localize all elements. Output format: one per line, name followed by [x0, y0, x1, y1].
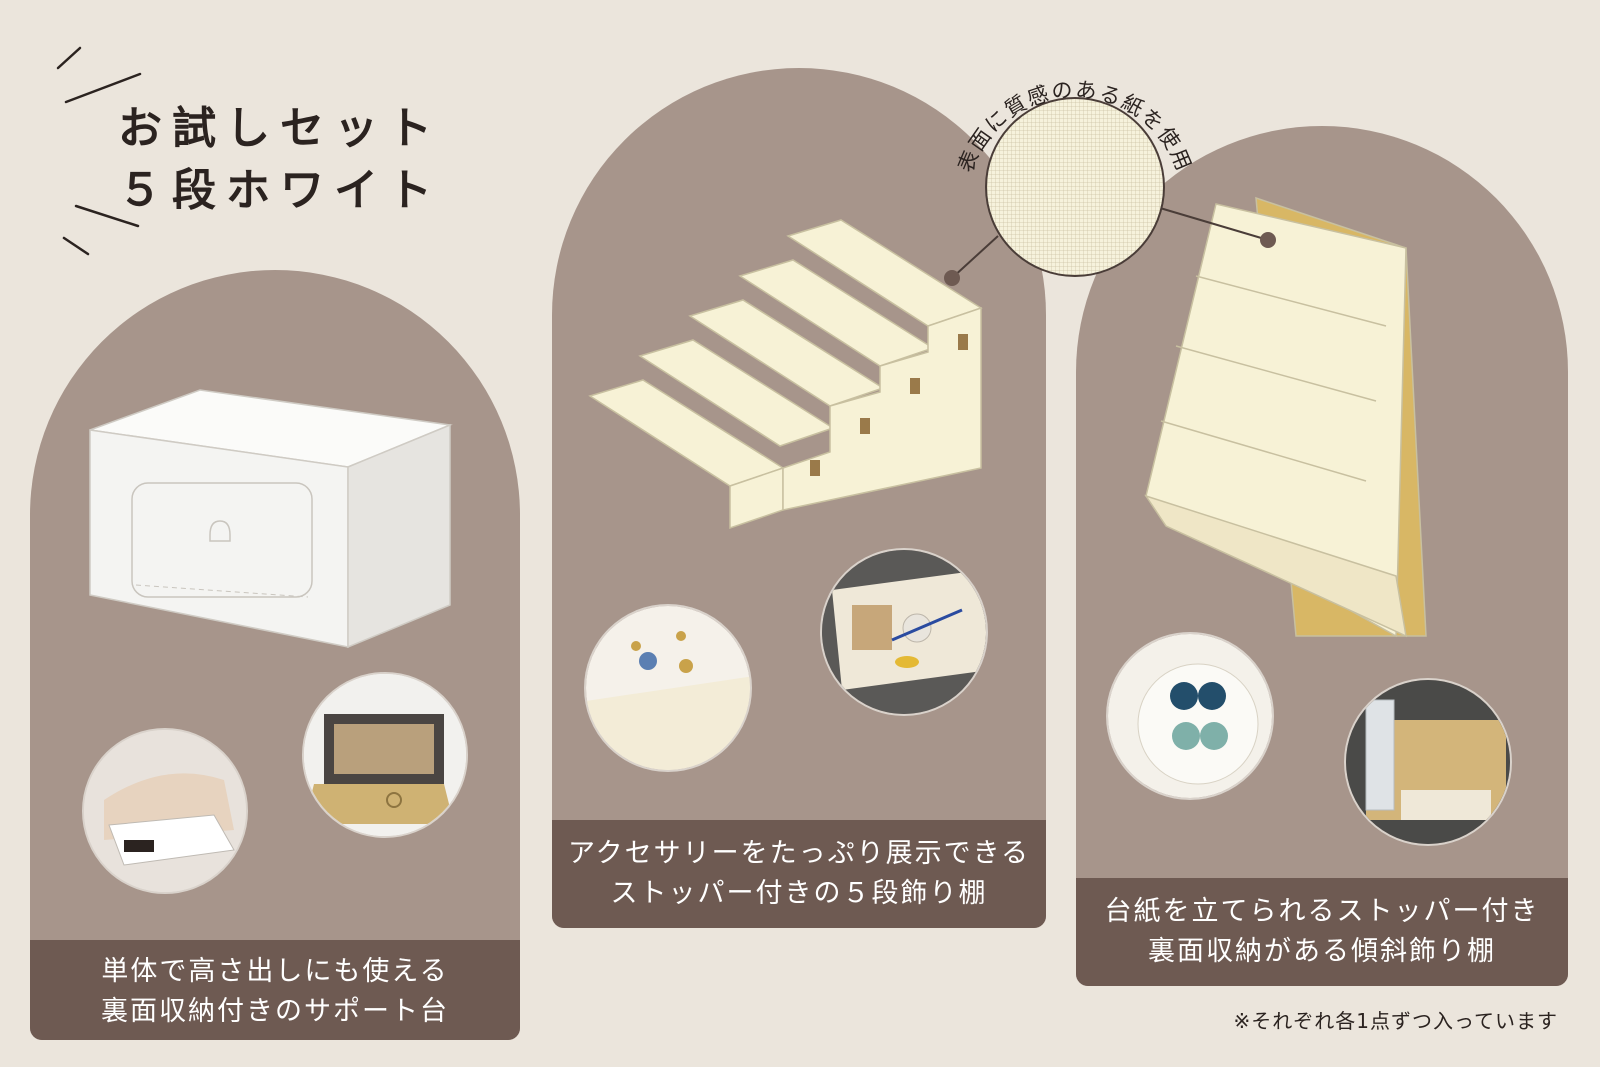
footnote: ※それぞれ各1点ずつ入っています	[1233, 1009, 1558, 1033]
title-line-2: ５段ホワイト	[118, 165, 442, 216]
panel-five-step-shelf: アクセサリーをたっぷり展示できる ストッパー付きの５段飾り棚	[552, 68, 1046, 928]
photo-shelf-storage	[820, 548, 988, 716]
support-stand-product	[89, 389, 453, 649]
page-title: お試しセット ５段ホワイト	[118, 98, 442, 222]
decorative-strokes	[56, 46, 142, 256]
five-step-shelf-product	[588, 219, 983, 530]
caption-slanted-shelf: 台紙を立てられるストッパー付き 裏面収納がある傾斜飾り棚	[1076, 878, 1568, 986]
caption-line-1: 単体で高さ出しにも使える	[101, 956, 449, 987]
caption-line-1: 台紙を立てられるストッパー付き	[1104, 896, 1540, 927]
slanted-shelf-product	[1144, 196, 1427, 638]
caption-support-stand: 単体で高さ出しにも使える 裏面収納付きのサポート台	[30, 940, 520, 1040]
caption-line-1: アクセサリーをたっぷり展示できる	[567, 838, 1031, 869]
caption-line-2: ストッパー付きの５段飾り棚	[610, 878, 988, 909]
title-line-1: お試しセット	[118, 103, 442, 154]
texture-label: 表面に質感のある紙を使用	[953, 77, 1196, 175]
photo-stand-in-use	[82, 728, 248, 894]
caption-five-step-shelf: アクセサリーをたっぷり展示できる ストッパー付きの５段飾り棚	[552, 820, 1046, 928]
texture-label-text: 表面に質感のある紙を使用	[953, 77, 1196, 175]
paper-texture-closeup	[985, 97, 1165, 277]
caption-line-2: 裏面収納付きのサポート台	[101, 996, 449, 1027]
photo-slanted-earrings	[1106, 632, 1274, 800]
photo-slanted-storage	[1344, 678, 1512, 846]
caption-line-2: 裏面収納がある傾斜飾り棚	[1148, 936, 1496, 967]
panel-slanted-shelf: 台紙を立てられるストッパー付き 裏面収納がある傾斜飾り棚	[1076, 126, 1568, 986]
panel-support-stand: 単体で高さ出しにも使える 裏面収納付きのサポート台	[30, 270, 520, 1040]
photo-shelf-earrings	[584, 604, 752, 772]
photo-stand-storage	[302, 672, 468, 838]
